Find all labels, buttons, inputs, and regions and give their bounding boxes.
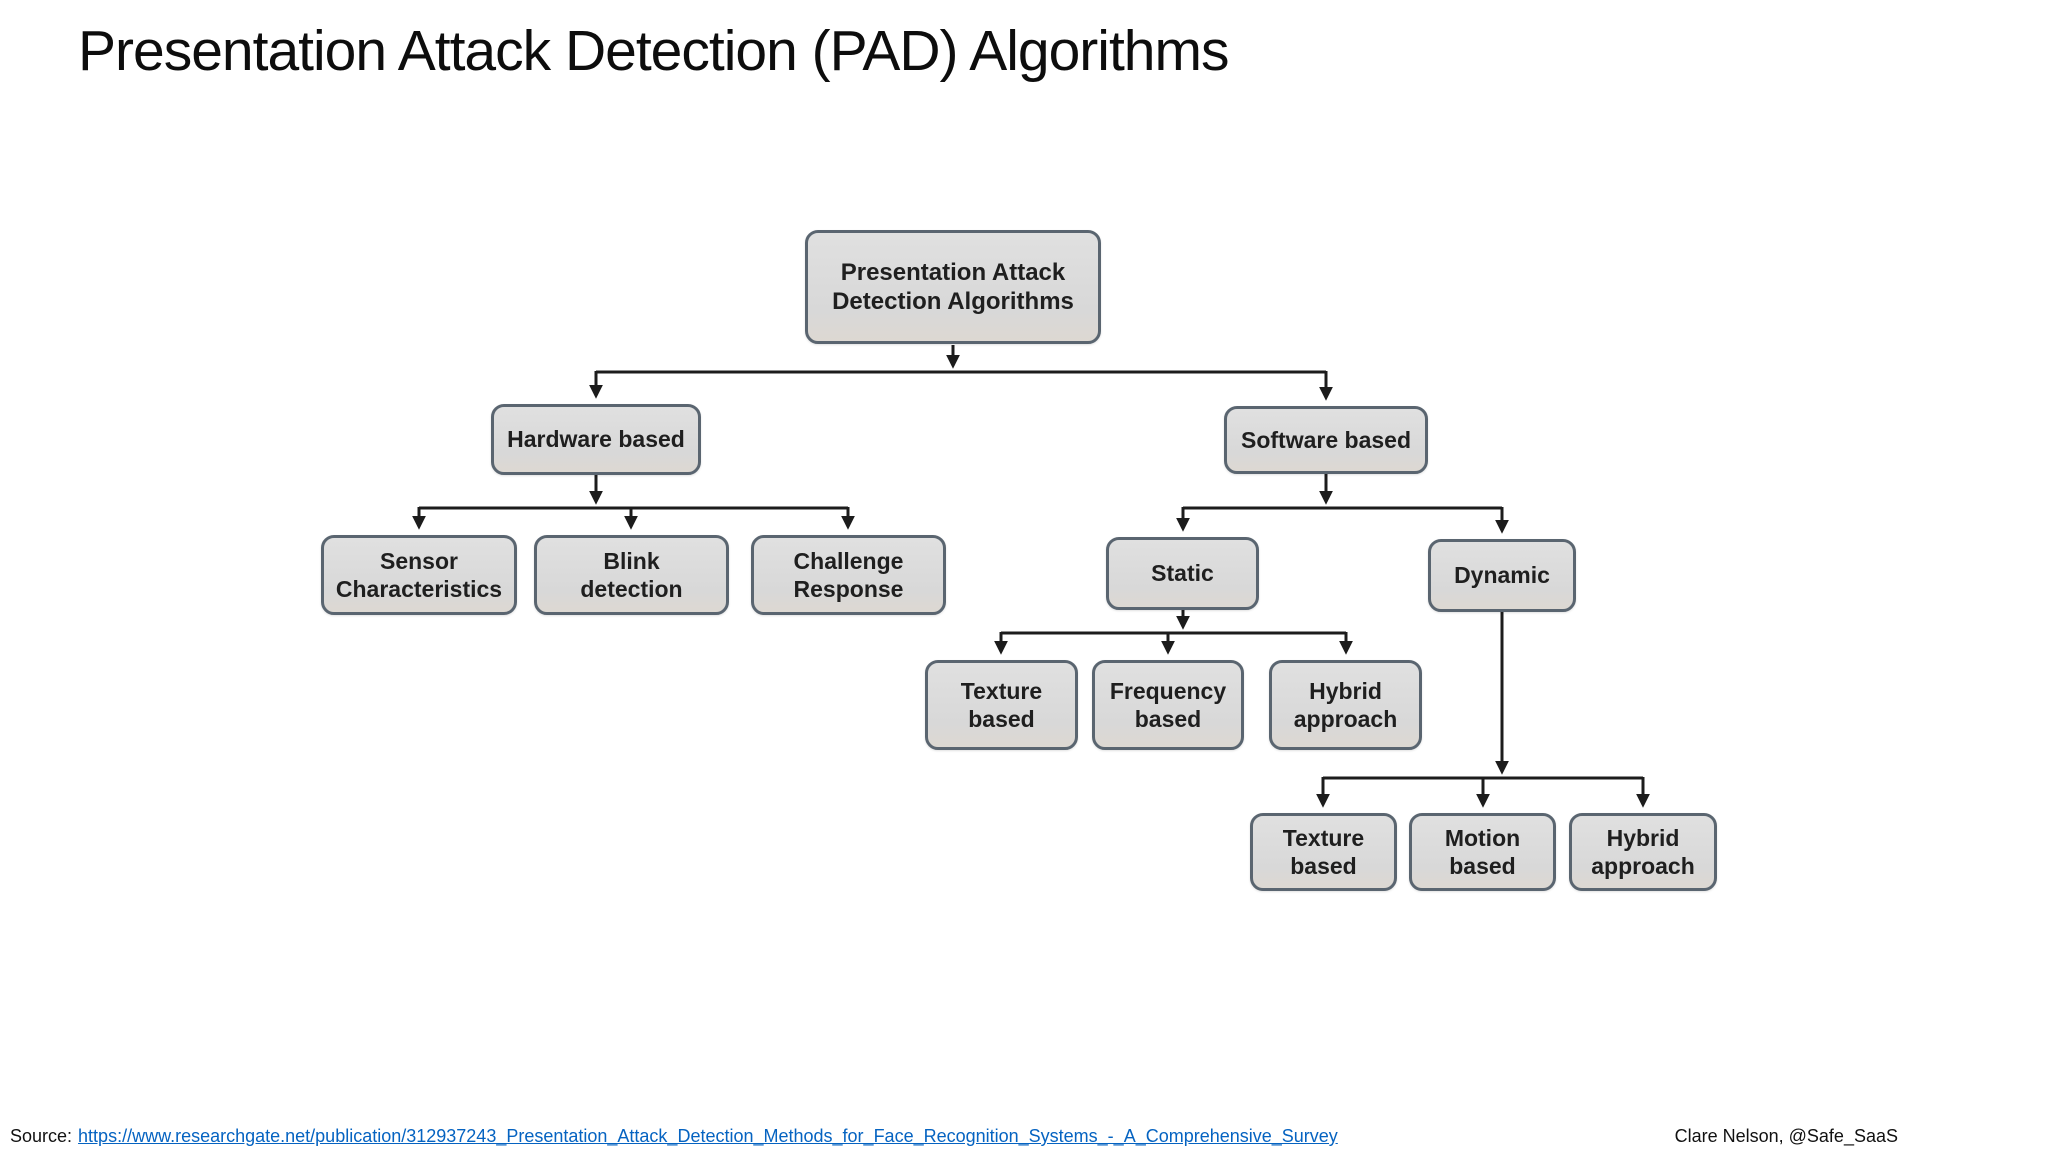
node-label-line: Motion	[1444, 824, 1521, 851]
node-label-line: Software based	[1241, 426, 1411, 453]
node-hardware-based: Hardware based	[491, 404, 701, 475]
node-static: Static	[1106, 537, 1259, 610]
node-label-line: Blink	[603, 547, 660, 574]
source-label: Source:	[10, 1126, 73, 1146]
node-label-line: Hybrid	[1309, 677, 1382, 704]
credit-text: Clare Nelson, @Safe_SaaS	[1674, 1126, 1898, 1146]
node-label-line: approach	[1293, 706, 1398, 732]
node-label-line: Static	[1151, 560, 1214, 587]
node-label-line: based	[968, 706, 1035, 732]
node-motion-based: Motion based	[1409, 813, 1556, 891]
node-label-line: Challenge	[793, 547, 904, 574]
node-challenge-response: Challenge Response	[751, 535, 946, 615]
node-presentation-attack-detection-algorithms: Presentation Attack Detection Algorithms	[805, 230, 1101, 344]
node-label-line: Dynamic	[1454, 562, 1550, 589]
node-label-line: Texture	[960, 677, 1043, 704]
node-label-line: approach	[1591, 853, 1695, 879]
node-dynamic: Dynamic	[1428, 539, 1576, 612]
node-label-line: based	[1449, 853, 1516, 879]
node-label-line: Detection Algorithms	[832, 288, 1074, 315]
node-label-line: Presentation Attack	[840, 258, 1066, 286]
node-texture-based-static: Texture based	[925, 660, 1078, 750]
node-frequency-based: Frequency based	[1092, 660, 1244, 750]
node-texture-based-dynamic: Texture based	[1250, 813, 1397, 891]
node-label-line: Characteristics	[335, 576, 503, 602]
node-sensor-characteristics: Sensor Characteristics	[321, 535, 517, 615]
page-title: Presentation Attack Detection (PAD) Algo…	[78, 19, 1229, 83]
slide-footer: Source:https://www.researchgate.net/publ…	[0, 1118, 2048, 1152]
node-hybrid-approach-dynamic: Hybrid approach	[1569, 813, 1717, 891]
node-label-line: Response	[793, 576, 904, 602]
node-label-line: based	[1134, 706, 1202, 732]
node-label-line: Texture	[1282, 824, 1365, 851]
node-label-line: detection	[580, 576, 683, 602]
node-hybrid-approach-static: Hybrid approach	[1269, 660, 1422, 750]
node-label-line: Sensor	[380, 547, 458, 574]
source-line: Source:https://www.researchgate.net/publ…	[10, 1126, 1338, 1147]
node-label-line: based	[1290, 853, 1357, 879]
node-blink-detection: Blink detection	[534, 535, 729, 615]
node-label-line: Hardware based	[507, 426, 685, 453]
node-label-line: Frequency	[1109, 677, 1227, 704]
node-label-line: Hybrid	[1606, 824, 1680, 851]
source-link[interactable]: https://www.researchgate.net/publication…	[78, 1126, 1338, 1146]
node-software-based: Software based	[1224, 406, 1428, 474]
